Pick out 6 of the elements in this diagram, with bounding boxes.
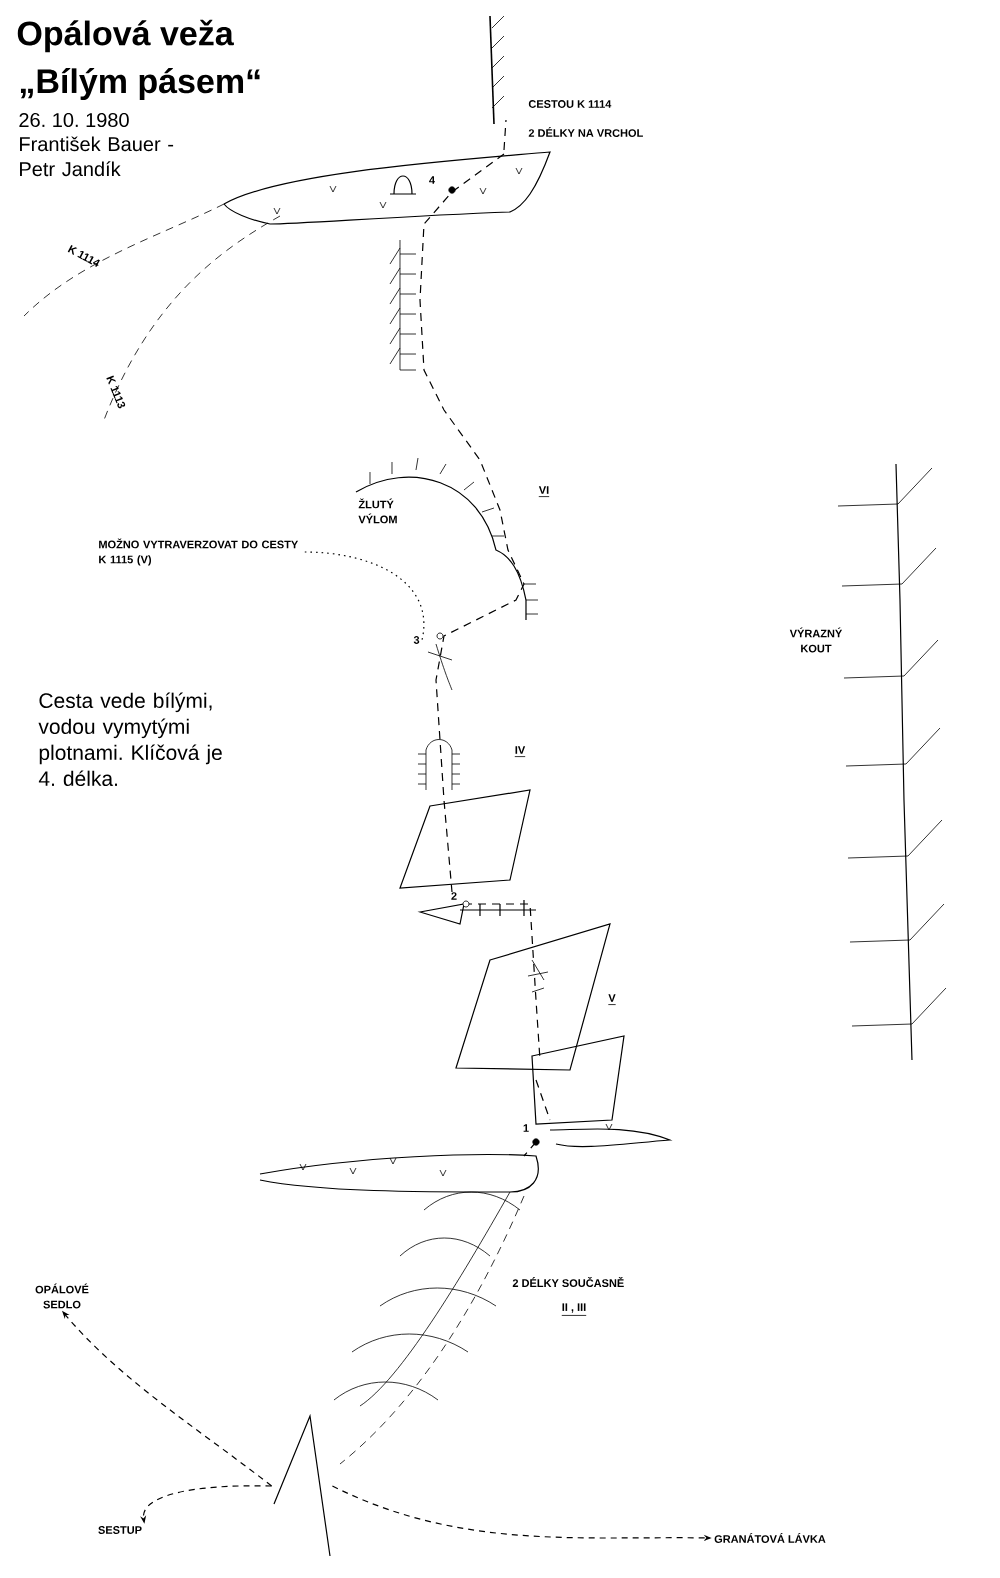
- peak-drawing: [273, 1413, 331, 1557]
- author-text: František Bauer - Petr Jandík: [20, 136, 174, 177]
- title: Opálová veža: [17, 19, 234, 53]
- note-text: Cesta vede bílými, vodou vymytými plotnami. Klíčová je 4. délka.: [38, 692, 222, 787]
- subtitle: „Bílým pásem“: [20, 68, 260, 100]
- date-text: 26. 10. 1980: [19, 112, 129, 128]
